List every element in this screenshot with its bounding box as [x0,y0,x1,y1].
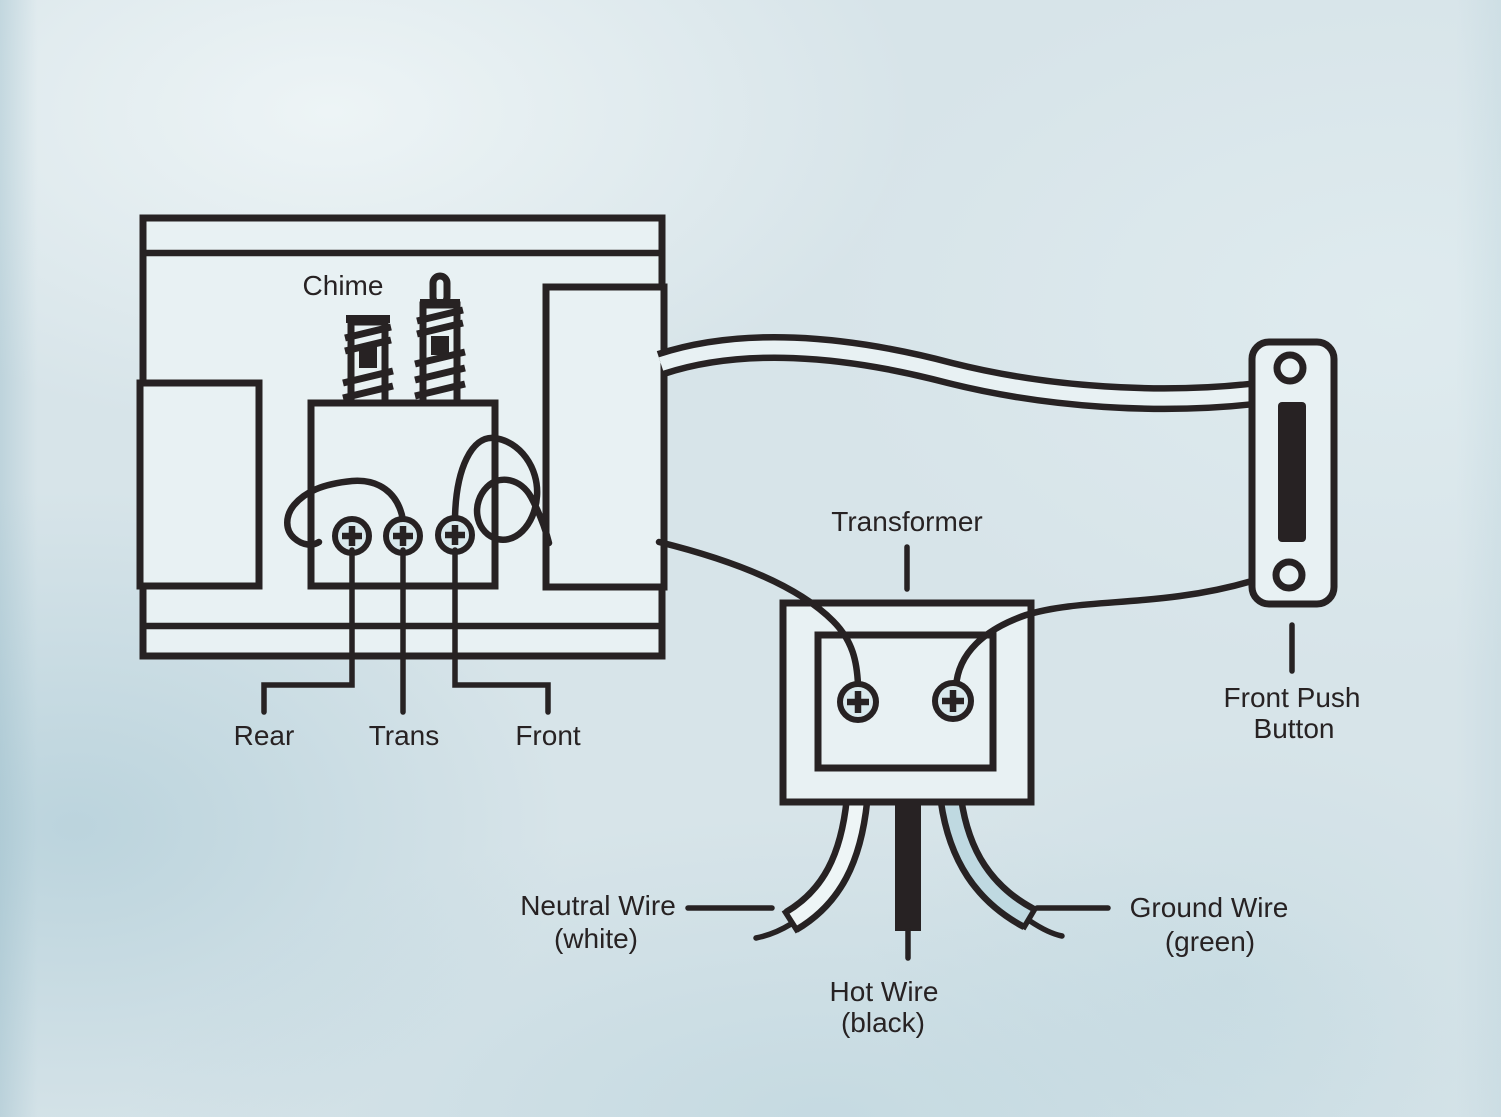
neutral-wire-core [787,799,864,928]
neutral-wire-tip [753,921,794,941]
screw-terminal-front [435,515,475,555]
chime-right-panel [542,283,668,591]
screw-cross-icon [342,526,362,546]
spring-screw-right [414,272,466,407]
rear-terminal-label: Rear [234,720,295,751]
chime-unit [136,214,668,715]
ground-wire-label-line1: Ground Wire [1130,892,1289,923]
front-terminal-label: Front [515,720,581,751]
transformer-label: Transformer [831,506,982,537]
ground-wire-cut-end [1020,905,1039,931]
spring-left-lower-coils [342,367,394,402]
wire-pushbutton-to-transformer [952,577,1256,691]
screw-cross-icon [445,525,465,545]
chime-wire-loop-left [284,477,407,548]
front-leader-line [452,547,551,715]
screw-cross-icon [393,526,413,546]
ground-wire-label-line2: (green) [1165,926,1255,957]
pushbutton-screw-hole-bottom [1272,558,1306,592]
pushbutton-screw-hole-top [1273,351,1307,385]
spring-right-lower-coils [414,348,466,400]
neutral-wire-cut-end [781,908,801,934]
neutral-wire-label-line1: Neutral Wire [520,890,676,921]
screw-cross-icon [847,691,869,713]
hot-wire [895,798,921,961]
pushbutton-label-line1: Front Push [1224,682,1361,713]
spring-left-upper-coils [344,323,392,355]
transformer-screw-right [932,680,974,722]
cable-core [658,340,1253,406]
transformer-screw-left [837,681,879,723]
trans-terminal-label: Trans [369,720,440,751]
chime-label: Chime [303,270,384,301]
doorbell-cable [656,334,1254,413]
hot-wire-bar [895,798,921,931]
rear-leader-line [261,547,355,715]
wire-chime-to-transformer [655,538,862,689]
spring-screw-left [342,315,394,407]
pushbutton-slot [1278,402,1306,542]
spring-right-neck [431,336,449,355]
ground-wire-tip [1027,918,1065,939]
ground-wire [937,797,1065,939]
hot-wire-label-line2: (black) [841,1007,925,1038]
neutral-wire-label-line2: (white) [554,923,638,954]
spring-right-upper-coils [416,306,464,338]
hot-wire-label-line1: Hot Wire [830,976,939,1007]
chime-wire-loop-front [451,434,553,547]
screw-cross-icon [942,690,964,712]
ground-wire-core [944,798,1033,925]
neutral-wire [753,798,871,941]
spring-left-neck [359,346,377,368]
pushbutton-label-line2: Button [1254,713,1335,744]
screw-terminal-rear [332,516,372,556]
labels: Chime Rear Trans Front Transformer Front… [234,270,1361,1038]
chime-left-panel [136,379,263,590]
push-button-unit [1248,338,1338,608]
